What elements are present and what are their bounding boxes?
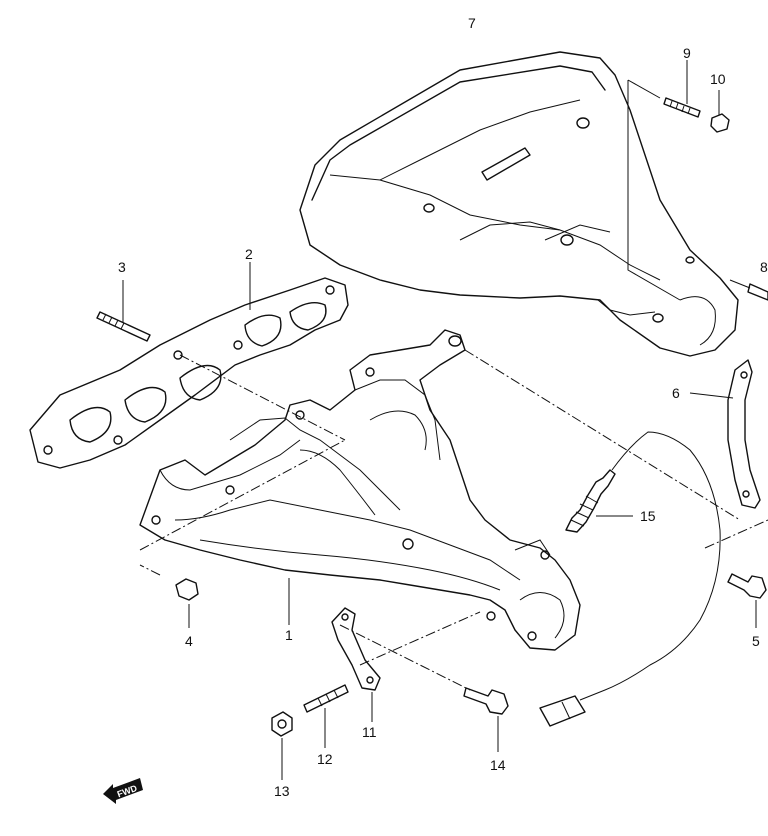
- callout-8: 8: [760, 259, 768, 275]
- callout-1: 1: [285, 627, 293, 643]
- stud-part-12: [303, 684, 349, 748]
- callout-10: 10: [710, 71, 726, 87]
- callout-14: 14: [490, 757, 506, 773]
- callout-13: 13: [274, 783, 290, 799]
- bolt-part-14: [463, 687, 509, 752]
- oxygen-sensor-part-15: [539, 431, 721, 727]
- callout-12: 12: [317, 751, 333, 767]
- forward-arrow-icon: FWD: [103, 778, 143, 804]
- gasket-part-2: [29, 262, 349, 469]
- callout-6: 6: [672, 385, 680, 401]
- callout-3: 3: [118, 259, 126, 275]
- stud-part-3: [96, 280, 151, 342]
- nut-part-10: [710, 90, 730, 133]
- exhaust-manifold-part-1: [139, 329, 581, 651]
- bolt-part-8: [729, 279, 768, 301]
- nut-part-4: [175, 578, 199, 628]
- callout-2: 2: [245, 246, 253, 262]
- callout-11: 11: [362, 724, 377, 740]
- bolt-part-5: [727, 573, 767, 628]
- callout-9: 9: [683, 45, 691, 61]
- callout-4: 4: [185, 633, 193, 649]
- fwd-label: FWD: [116, 783, 139, 800]
- callout-5: 5: [752, 633, 760, 649]
- callout-15: 15: [640, 508, 656, 524]
- bolt-part-9: [663, 60, 701, 118]
- assembly-leader-lines: [139, 349, 768, 691]
- callout-7: 7: [468, 15, 476, 31]
- bracket-part-6: [689, 359, 761, 509]
- heat-shield-part-7: [299, 51, 739, 357]
- nut-part-13: [271, 711, 293, 780]
- bracket-part-11: [331, 607, 381, 722]
